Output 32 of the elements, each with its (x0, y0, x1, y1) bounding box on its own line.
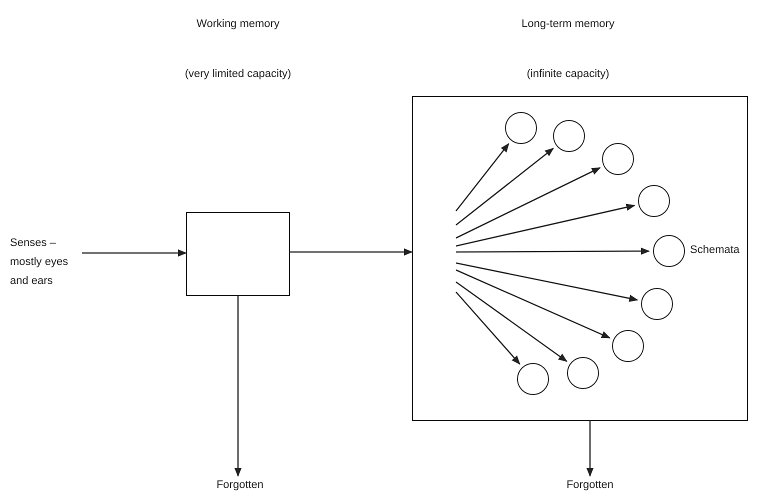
arrow (290, 248, 413, 256)
circle-caption: Schemata (690, 244, 740, 256)
arrow (456, 148, 554, 226)
schema-circle (641, 288, 673, 320)
schema-circle (517, 363, 549, 395)
schema-circle (505, 112, 537, 144)
heading-label: (very limited capacity) (184, 68, 292, 80)
schema-circle (553, 120, 585, 152)
output-label: Forgotten (215, 478, 265, 493)
arrow (456, 204, 636, 247)
schema-circle (567, 357, 599, 389)
arrow (455, 143, 510, 212)
heading-label: Working memory (196, 18, 280, 30)
arrow (456, 292, 520, 365)
arrow (456, 262, 638, 302)
arrow (456, 167, 601, 239)
memory-box (186, 212, 290, 296)
schema-circle (638, 185, 670, 217)
heading-label: Long-term memory (522, 18, 614, 30)
arrow (234, 296, 242, 477)
schema-circle (602, 143, 634, 175)
schema-circle (653, 235, 685, 267)
arrow (456, 248, 650, 255)
input-label: Senses – mostly eyes and ears (10, 236, 70, 289)
arrow (82, 249, 187, 257)
arrow (456, 281, 568, 362)
output-label: Forgotten (565, 478, 615, 493)
heading-label: (infinite capacity) (526, 68, 610, 80)
schema-circle (612, 330, 644, 362)
arrow (456, 269, 611, 338)
arrow (586, 421, 594, 477)
memory-box (412, 96, 748, 421)
